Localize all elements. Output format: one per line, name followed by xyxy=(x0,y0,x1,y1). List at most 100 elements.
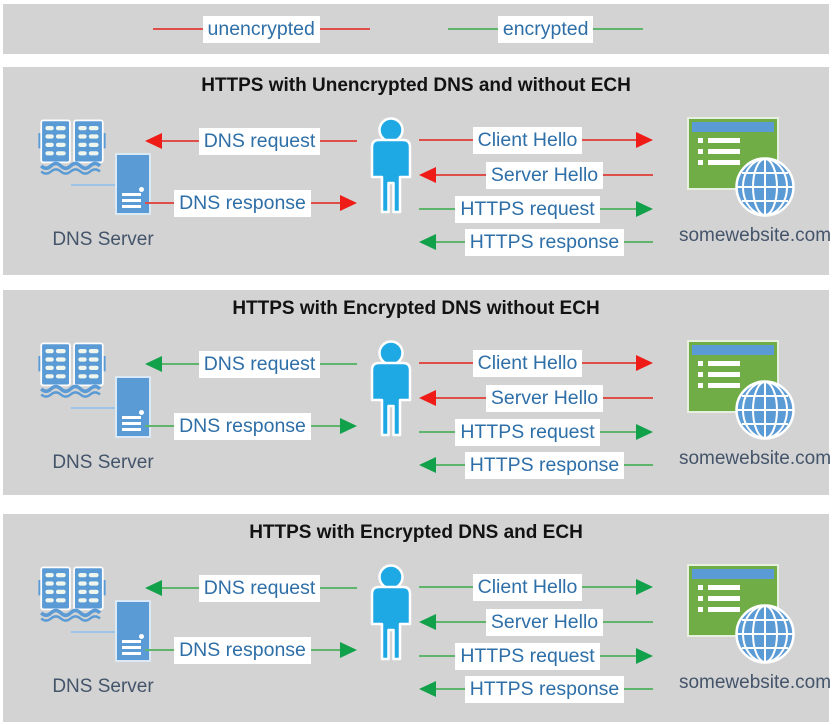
person-icon xyxy=(370,117,412,214)
arrow-line xyxy=(145,425,175,427)
message-dns-request: DNS request xyxy=(145,574,358,602)
message-label: Client Hello xyxy=(472,126,583,154)
globe-icon xyxy=(735,604,795,664)
arrow-left-icon xyxy=(419,167,436,183)
message-server-hello: Server Hello xyxy=(419,384,654,412)
message-label: DNS response xyxy=(174,412,311,440)
panel-title: HTTPS with Encrypted DNS without ECH xyxy=(232,298,600,319)
arrow-line xyxy=(599,208,637,210)
legend-line xyxy=(593,28,644,30)
connector-line xyxy=(71,631,119,633)
server-icon xyxy=(115,153,151,215)
arrow-right-icon xyxy=(636,579,653,595)
server-vents xyxy=(122,413,141,431)
message-https-request: HTTPS request xyxy=(419,642,654,670)
arrow-right-icon xyxy=(636,424,654,440)
message-label: Client Hello xyxy=(472,349,583,377)
arrow-line xyxy=(624,241,653,243)
arrow-line xyxy=(419,139,473,141)
message-dns-request: DNS request xyxy=(145,350,358,378)
message-label: HTTPS response xyxy=(464,228,625,256)
arrow-line xyxy=(436,241,465,243)
server-icon xyxy=(115,600,151,662)
arrow-right-icon xyxy=(636,132,653,148)
arrow-line xyxy=(603,621,654,623)
book-text-lines xyxy=(45,126,99,156)
book-text-lines xyxy=(45,573,99,603)
message-label: Server Hello xyxy=(485,608,604,636)
arrow-left-icon xyxy=(419,390,436,406)
legend-bar: unencrypted encrypted xyxy=(3,4,829,54)
arrow-line xyxy=(162,587,199,589)
message-label: HTTPS response xyxy=(464,675,625,703)
website-group: somewebsite.com xyxy=(679,564,831,696)
arrow-line xyxy=(419,431,456,433)
arrow-line xyxy=(599,655,637,657)
arrow-line xyxy=(582,586,636,588)
arrow-line xyxy=(436,174,486,176)
arrow-left-icon xyxy=(145,356,162,372)
arrow-left-icon xyxy=(145,580,162,596)
message-dns-response: DNS response xyxy=(145,412,357,440)
arrow-line xyxy=(624,464,653,466)
message-label: Server Hello xyxy=(485,161,604,189)
message-client-hello: Client Hello xyxy=(419,349,653,377)
person-icon xyxy=(370,340,412,437)
arrow-left-icon xyxy=(419,681,436,697)
message-dns-response: DNS response xyxy=(145,636,357,664)
arrow-line xyxy=(310,202,340,204)
arrow-line xyxy=(436,621,486,623)
arrow-line xyxy=(436,397,486,399)
legend-label: unencrypted xyxy=(202,15,320,43)
message-client-hello: Client Hello xyxy=(419,573,653,601)
arrow-line xyxy=(436,464,465,466)
panel-title: HTTPS with Encrypted DNS and ECH xyxy=(249,522,583,543)
arrow-line xyxy=(603,174,654,176)
arrow-line xyxy=(419,362,473,364)
arrow-left-icon xyxy=(419,614,436,630)
message-label: DNS request xyxy=(198,574,321,602)
window-titlebar xyxy=(692,569,774,579)
arrow-line xyxy=(419,586,473,588)
message-client-hello: Client Hello xyxy=(419,126,653,154)
arrow-line xyxy=(310,425,340,427)
arrow-left-icon xyxy=(419,234,436,250)
website-label: somewebsite.com xyxy=(678,225,832,246)
arrow-line xyxy=(320,140,358,142)
legend-item-unencrypted: unencrypted xyxy=(152,15,370,43)
dns-server-label: DNS Server xyxy=(52,452,154,473)
globe-icon xyxy=(735,157,795,217)
dns-server-group: DNS Server xyxy=(33,338,203,478)
message-https-request: HTTPS request xyxy=(419,418,654,446)
message-https-response: HTTPS response xyxy=(419,451,653,479)
panel-title: HTTPS with Unencrypted DNS and without E… xyxy=(201,75,631,96)
arrow-right-icon xyxy=(636,201,654,217)
arrow-line xyxy=(582,139,636,141)
arrow-line xyxy=(310,649,340,651)
arrow-line xyxy=(162,140,199,142)
arrow-line xyxy=(582,362,636,364)
server-vents xyxy=(122,190,141,208)
website-group: somewebsite.com xyxy=(679,117,831,249)
arrow-left-icon xyxy=(419,457,436,473)
message-label: HTTPS request xyxy=(455,195,600,223)
window-titlebar xyxy=(692,345,774,355)
book-icon xyxy=(38,119,106,175)
arrow-line xyxy=(419,655,456,657)
connector-line xyxy=(71,184,119,186)
message-label: DNS response xyxy=(174,189,311,217)
message-https-response: HTTPS response xyxy=(419,675,653,703)
legend-line xyxy=(319,28,370,30)
website-label: somewebsite.com xyxy=(678,672,832,693)
arrow-line xyxy=(599,431,637,433)
arrow-right-icon xyxy=(340,418,357,434)
dns-server-label: DNS Server xyxy=(52,229,154,250)
legend-item-encrypted: encrypted xyxy=(447,15,644,43)
server-vents xyxy=(122,637,141,655)
server-led xyxy=(139,187,144,192)
book-icon xyxy=(38,566,106,622)
message-dns-response: DNS response xyxy=(145,189,357,217)
panel-unencrypted-dns-no-ech: HTTPS with Unencrypted DNS and without E… xyxy=(3,67,831,275)
arrow-right-icon xyxy=(636,648,654,664)
arrow-left-icon xyxy=(145,133,162,149)
